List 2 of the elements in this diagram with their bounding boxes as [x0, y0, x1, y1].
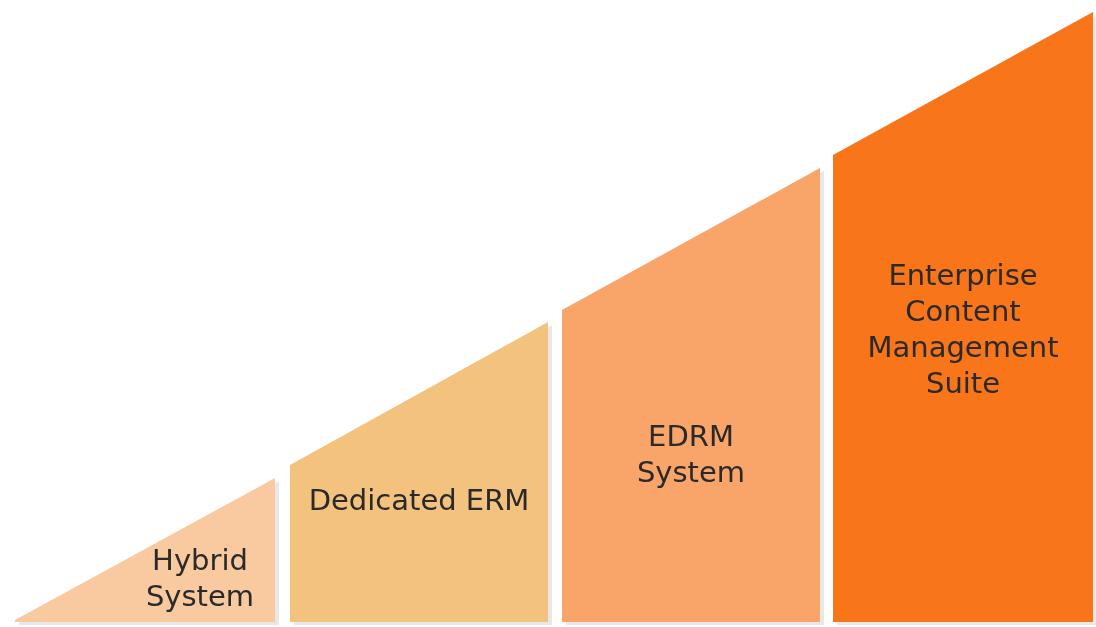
step-label: Enterprise Content Management Suite [866, 257, 1060, 401]
stair-step-block [833, 12, 1093, 622]
